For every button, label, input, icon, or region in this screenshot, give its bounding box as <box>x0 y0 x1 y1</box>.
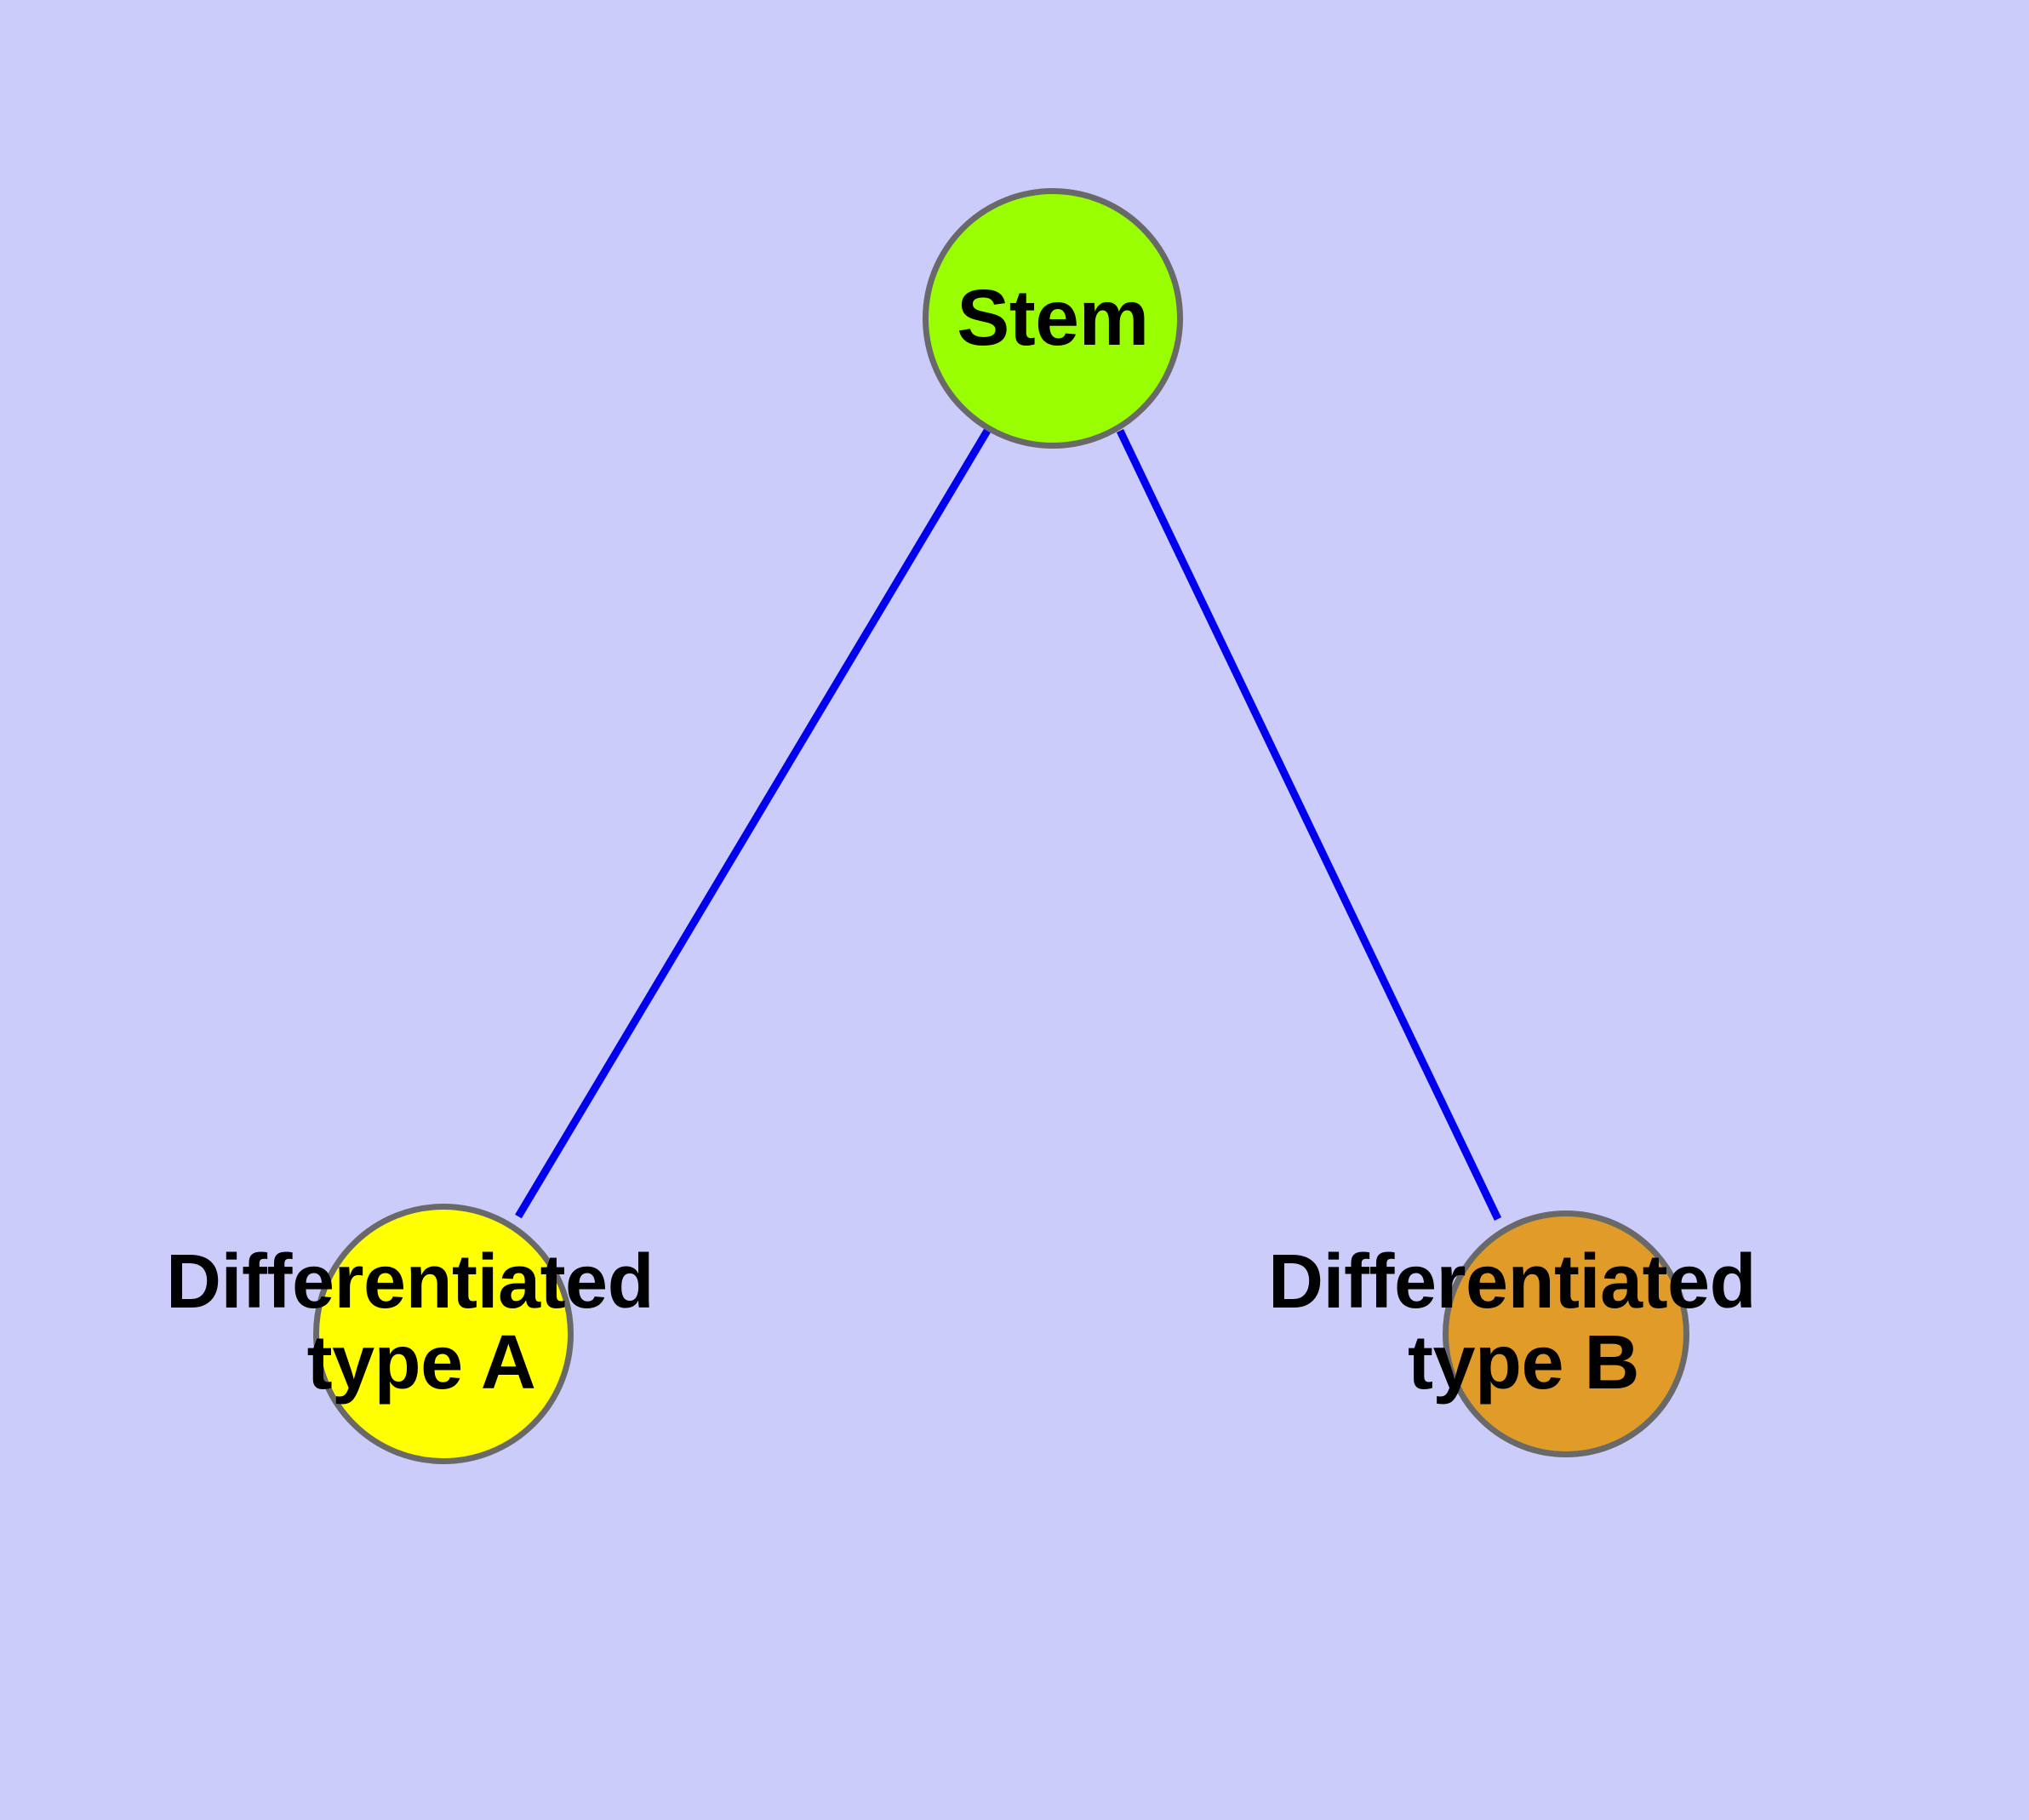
node-differentiated-type-a[interactable] <box>313 1204 574 1464</box>
edge-stem-to-differentiated-type-b <box>1116 429 1502 1221</box>
node-differentiated-type-b[interactable] <box>1443 1210 1689 1457</box>
edge-stem-to-differentiated-type-a <box>515 428 991 1219</box>
node-stem[interactable] <box>923 188 1183 449</box>
